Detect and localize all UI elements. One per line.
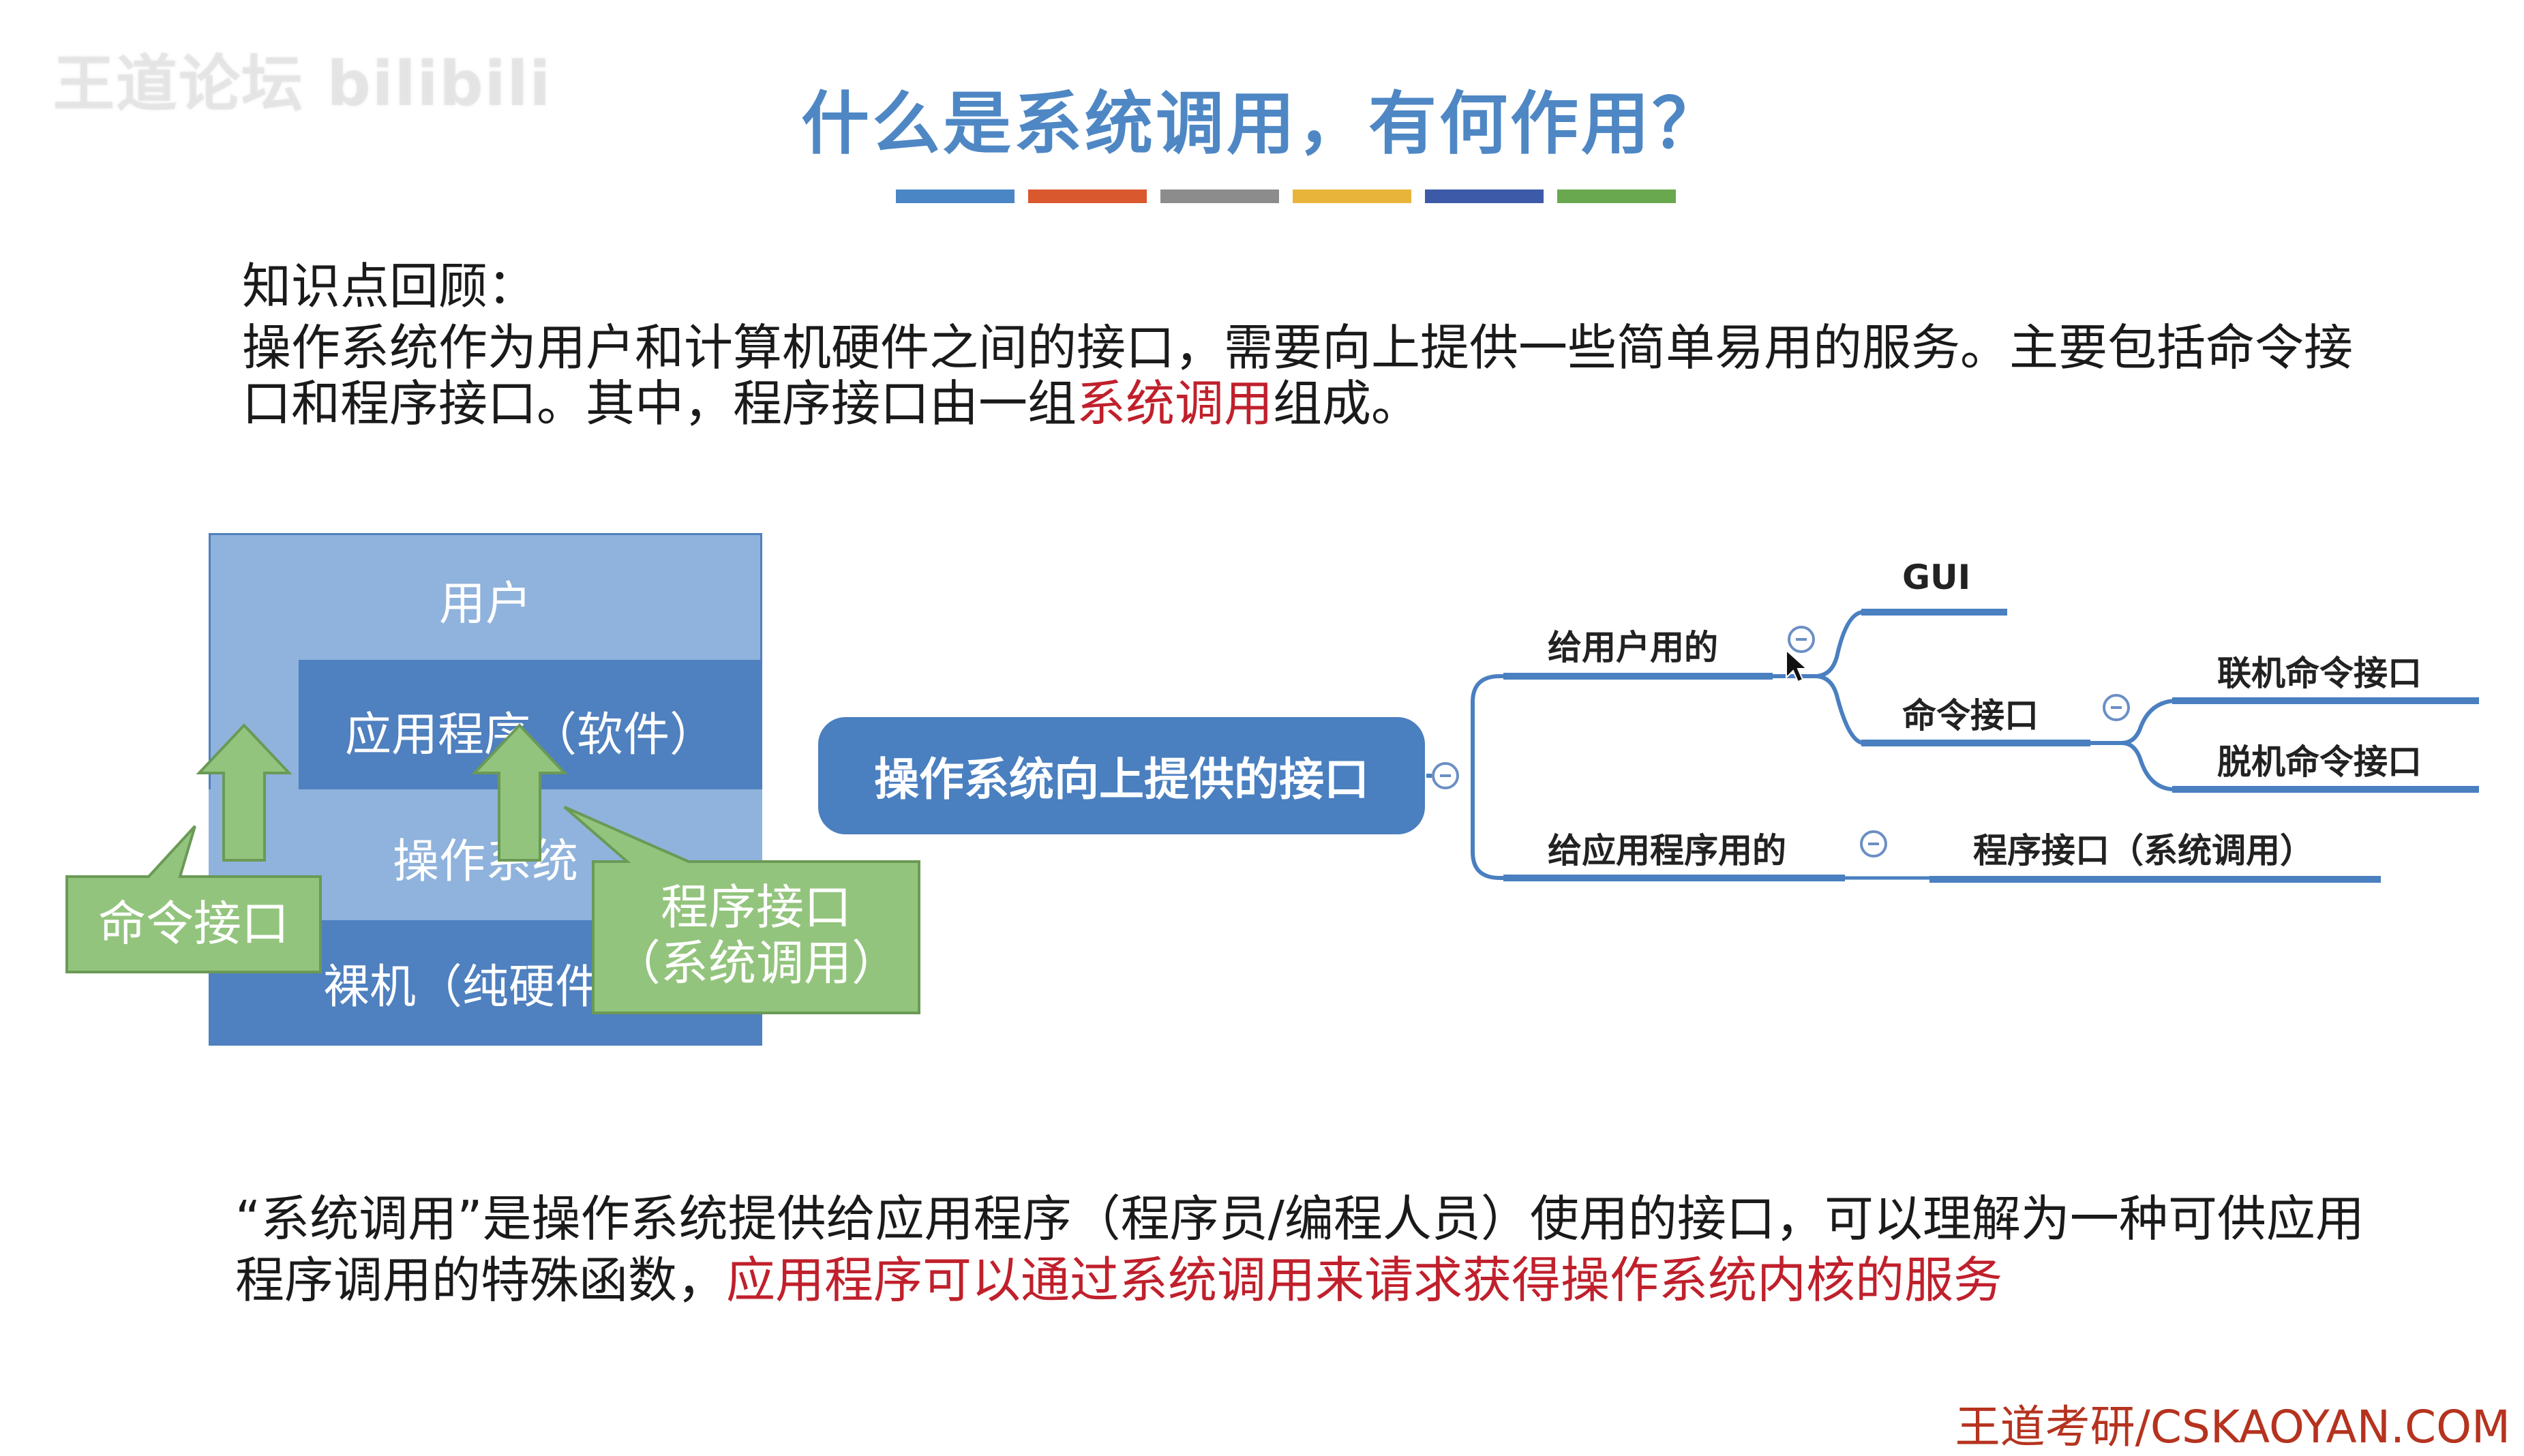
for-app-collapse-icon[interactable] bbox=[1860, 830, 1887, 858]
review-line-2-suffix: 组成。 bbox=[1273, 375, 1421, 432]
color-bar-3 bbox=[1160, 189, 1279, 203]
command-arrow-up bbox=[196, 723, 292, 862]
color-bar-2 bbox=[1028, 189, 1147, 203]
mindmap-program-interface[interactable]: 程序接口（系统调用） bbox=[1973, 831, 2314, 870]
root-collapse-icon[interactable] bbox=[1432, 762, 1459, 789]
explanation-line-2-prefix: 程序调用的特殊函数， bbox=[235, 1252, 727, 1309]
review-line-2: 口和程序接口。其中，程序接口由一组系统调用组成。 bbox=[242, 375, 2369, 432]
review-highlight: 系统调用 bbox=[1077, 375, 1274, 432]
program-callout-line-2: （系统调用） bbox=[613, 935, 899, 991]
mouse-cursor-icon bbox=[1786, 649, 1808, 683]
mindmap-for-user[interactable]: 给用户用的 bbox=[1548, 628, 1718, 667]
color-bar-4 bbox=[1293, 189, 1411, 203]
mindmap-online-command[interactable]: 联机命令接口 bbox=[2217, 654, 2422, 693]
review-line-1: 操作系统作为用户和计算机硬件之间的接口，需要向上提供一些简单易用的服务。主要包括… bbox=[242, 319, 2354, 376]
program-callout-box bbox=[563, 806, 920, 1014]
footer-brand: 王道考研/CSKAOYAN.COM bbox=[1955, 1401, 2510, 1453]
color-bar-1 bbox=[896, 189, 1015, 203]
command-callout-box bbox=[65, 825, 322, 973]
color-bar-5 bbox=[1425, 189, 1544, 203]
mindmap-offline-command[interactable]: 脱机命令接口 bbox=[2217, 742, 2422, 782]
explanation-line-2: 程序调用的特殊函数，应用程序可以通过系统调用来请求获得操作系统内核的服务 bbox=[235, 1252, 2485, 1309]
mindmap-command-interface[interactable]: 命令接口 bbox=[1902, 696, 2039, 735]
mindmap-gui[interactable]: GUI bbox=[1902, 558, 1971, 597]
command-callout-label: 命令接口 bbox=[98, 896, 289, 952]
for-user-collapse-icon[interactable] bbox=[1788, 626, 1815, 653]
command-interface-collapse-icon[interactable] bbox=[2103, 694, 2130, 721]
review-line-2-prefix: 口和程序接口。其中，程序接口由一组 bbox=[242, 375, 1077, 432]
explanation-highlight: 应用程序可以通过系统调用来请求获得操作系统内核的服务 bbox=[726, 1252, 2003, 1309]
explanation-line-1: “系统调用”是操作系统提供给应用程序（程序员/编程人员）使用的接口，可以理解为一… bbox=[235, 1190, 2364, 1247]
color-bar-6 bbox=[1557, 189, 1676, 203]
layer-user-label: 用户 bbox=[438, 577, 532, 631]
slide-title: 什么是系统调用，有何作用？ bbox=[801, 84, 1723, 164]
review-heading: 知识点回顾： bbox=[242, 258, 537, 315]
layer-os-label: 操作系统 bbox=[392, 835, 578, 889]
watermark: 王道论坛 bilibili bbox=[53, 48, 552, 120]
mindmap-root-node[interactable]: 操作系统向上提供的接口 bbox=[818, 717, 1425, 834]
program-arrow-up bbox=[471, 723, 568, 862]
mindmap-for-app[interactable]: 给应用程序用的 bbox=[1548, 831, 1786, 870]
program-callout-line-1: 程序接口 bbox=[661, 879, 852, 935]
